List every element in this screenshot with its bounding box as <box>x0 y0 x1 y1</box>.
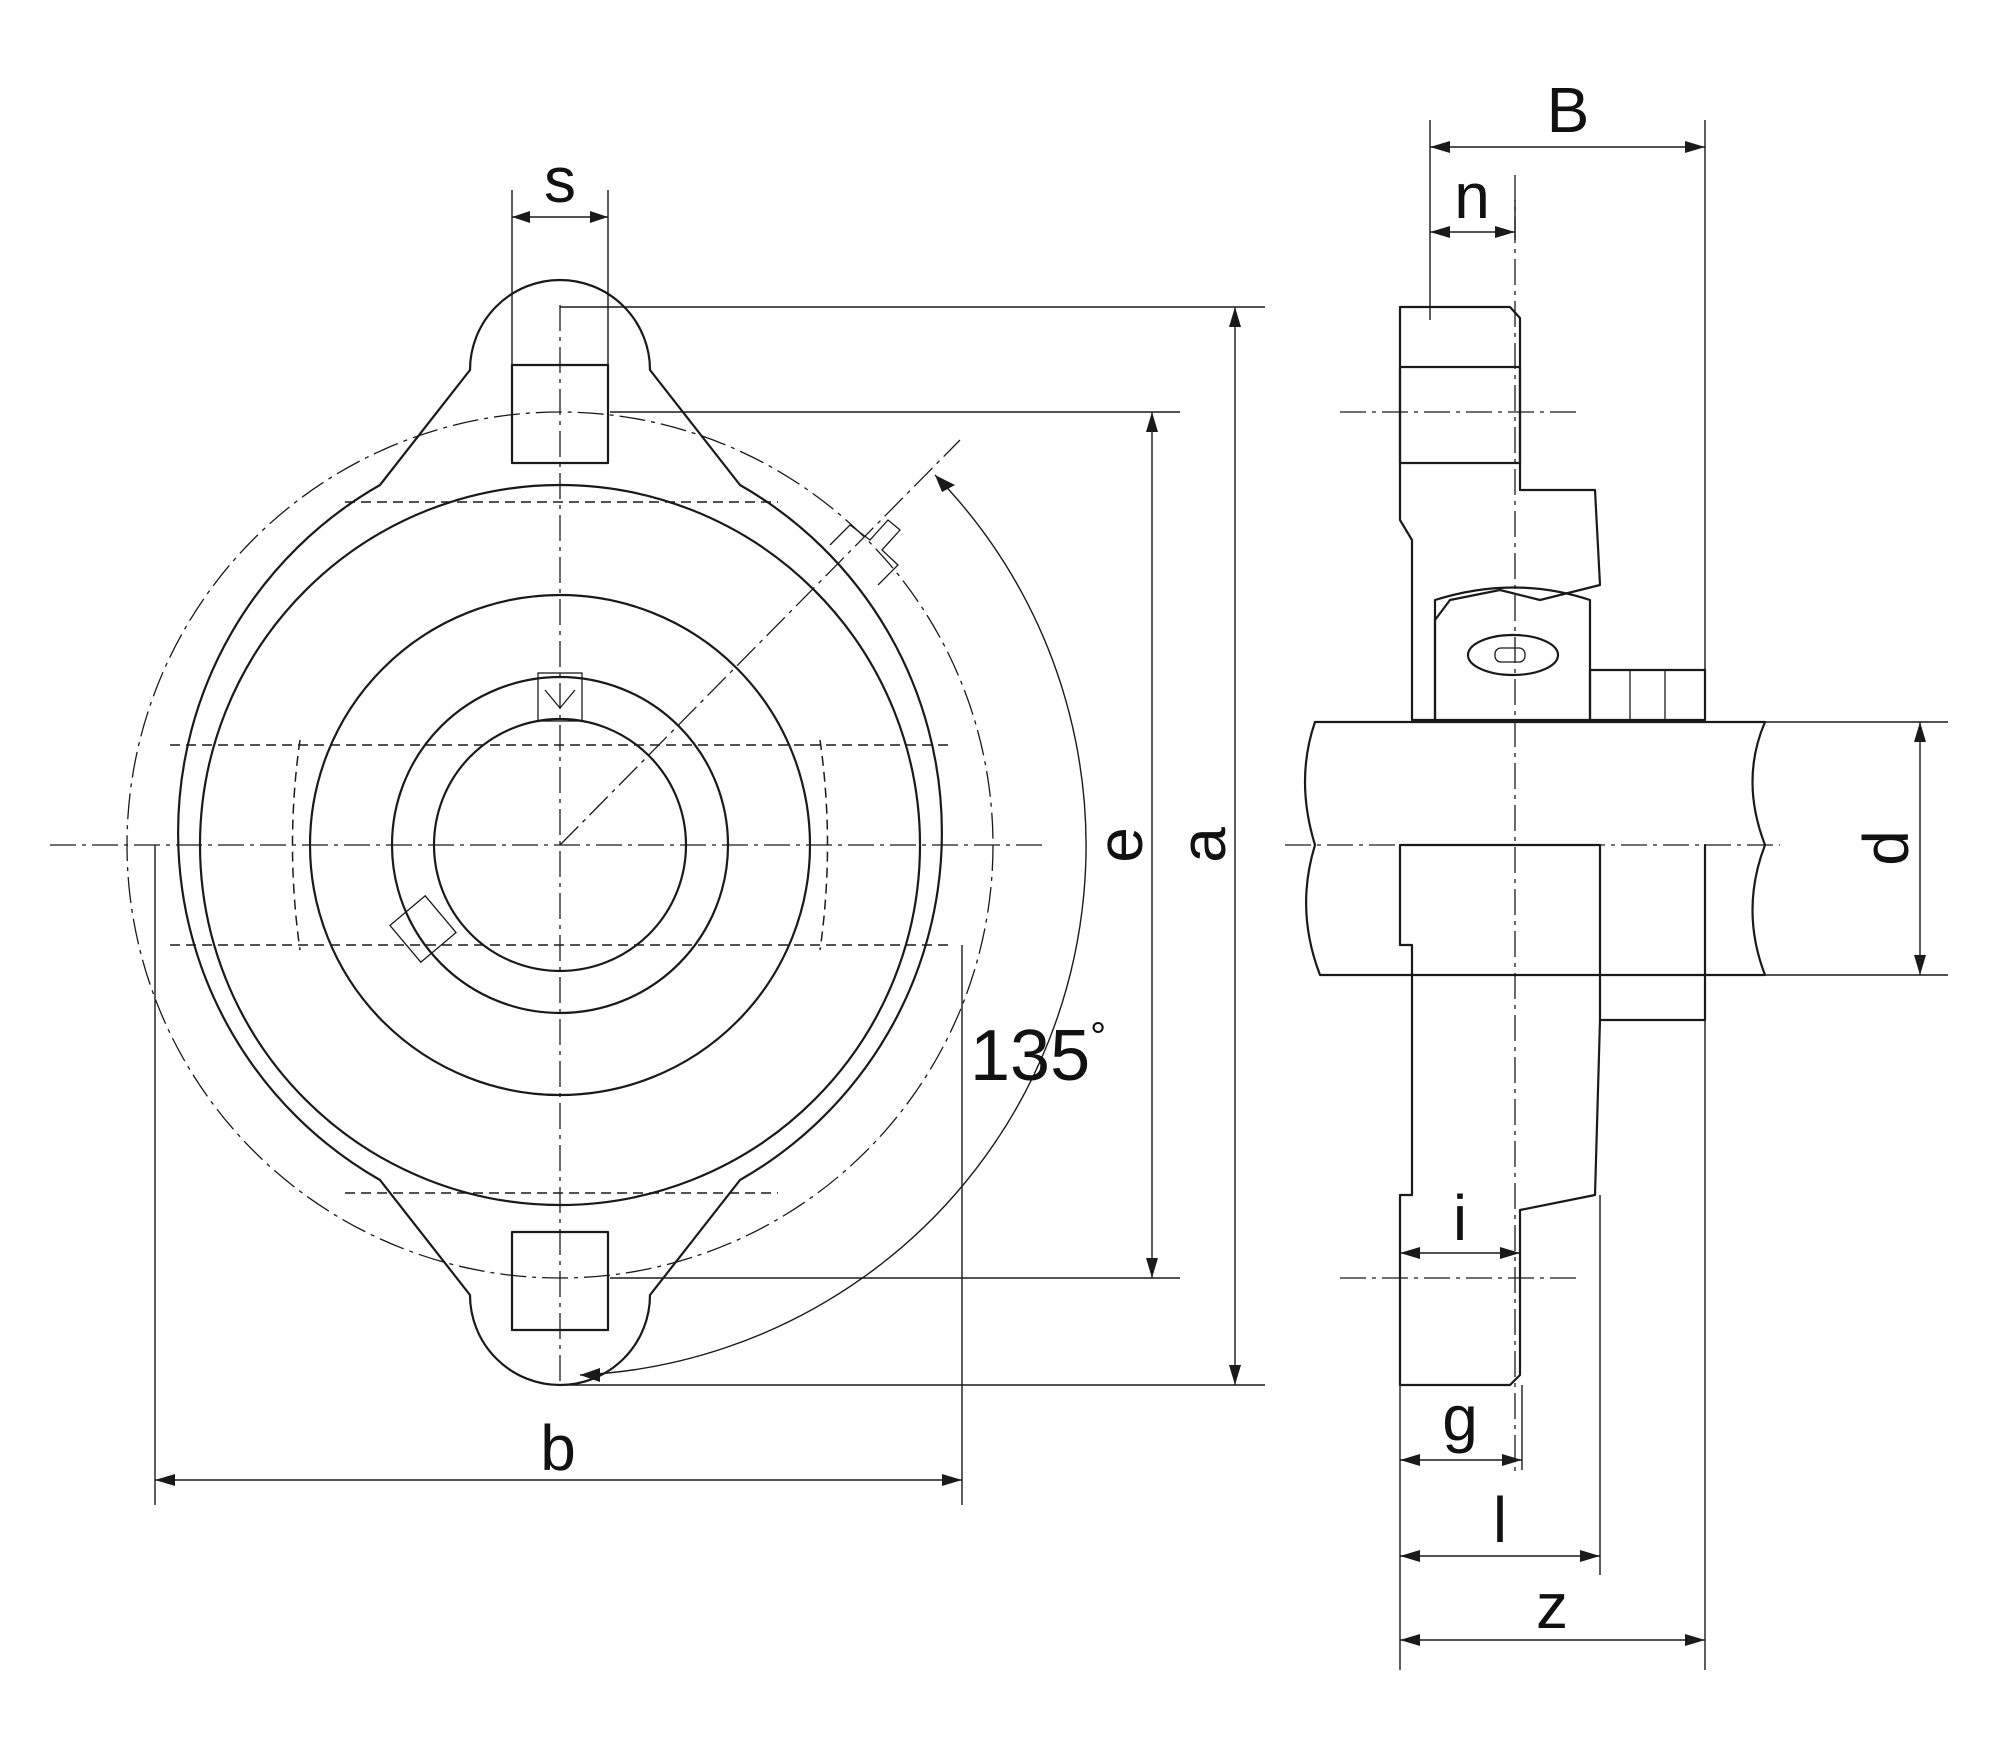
front-view <box>50 278 1087 1387</box>
label-l: l <box>1493 1484 1507 1556</box>
label-n: n <box>1454 160 1490 232</box>
grease-nipple <box>829 519 901 586</box>
set-screw-angled <box>389 894 457 964</box>
label-b: b <box>540 1412 576 1484</box>
label-g: g <box>1442 1382 1478 1454</box>
front-dimensions <box>154 190 1265 1505</box>
locking-collar <box>1588 668 1707 722</box>
side-view <box>1285 175 1780 1475</box>
housing-section-upper <box>1398 305 1602 722</box>
label-B: B <box>1547 74 1590 146</box>
angle-arc <box>579 474 1087 1376</box>
flange-outline <box>177 278 943 1387</box>
label-angle-unit: ° <box>1090 1015 1106 1059</box>
label-i: i <box>1453 1182 1467 1254</box>
label-s: s <box>544 144 576 216</box>
label-angle: 135° <box>970 1015 1106 1096</box>
label-a: a <box>1167 827 1239 863</box>
label-angle-value: 135 <box>970 1016 1090 1096</box>
bearing-outer-ring <box>1433 586 1592 722</box>
shaft <box>1303 720 1767 977</box>
label-e: e <box>1084 827 1156 863</box>
label-d: d <box>1850 830 1922 866</box>
label-z: z <box>1536 1570 1568 1642</box>
side-dimensions <box>1399 120 1948 1670</box>
bearing-ball <box>1466 633 1560 677</box>
housing-lower <box>1398 843 1707 1387</box>
collar-set-screw <box>1629 669 1666 721</box>
bolt-slot <box>1398 365 1522 465</box>
